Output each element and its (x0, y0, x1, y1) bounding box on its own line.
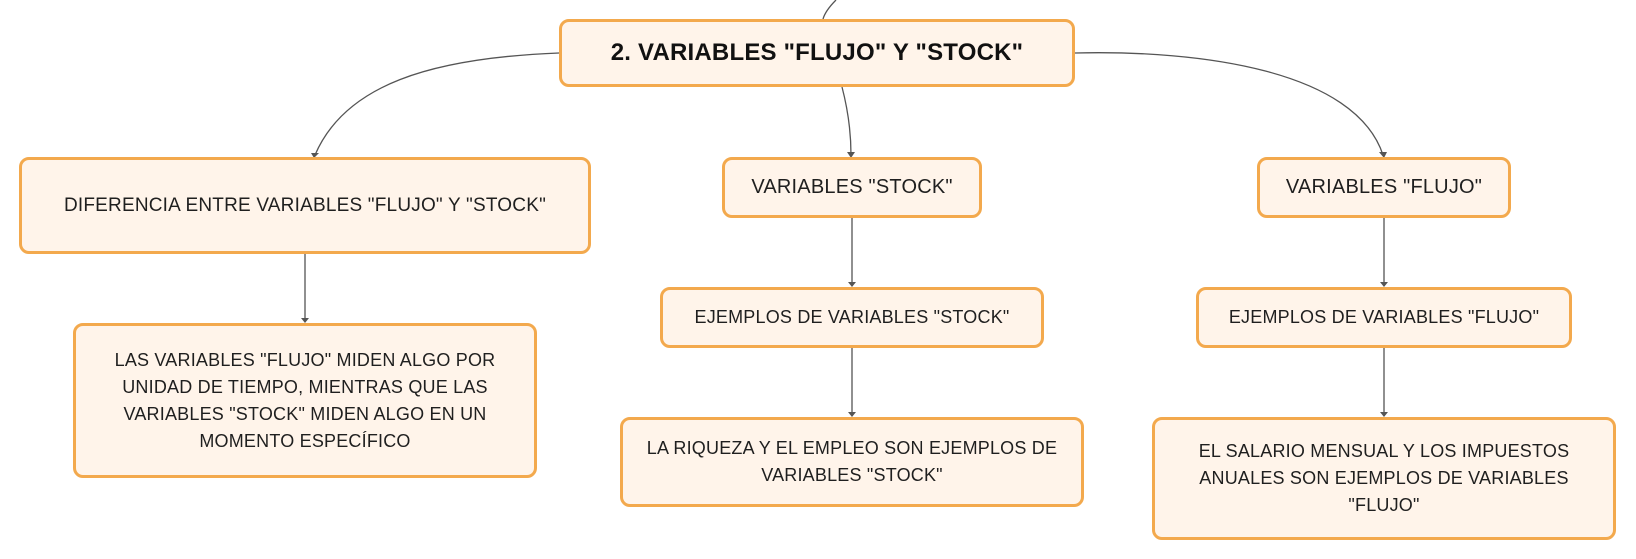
node-ejemplos-stock-label: EJEMPLOS DE VARIABLES "STOCK" (694, 307, 1010, 327)
node-ejemplos-flujo[interactable]: EJEMPLOS DE VARIABLES "FLUJO" (1196, 287, 1572, 348)
node-ejemplos-flujo-label: EJEMPLOS DE VARIABLES "FLUJO" (1228, 307, 1540, 327)
arrowhead-stock (847, 152, 855, 158)
arrowhead-flujo (1379, 152, 1387, 158)
node-variables-stock[interactable]: VARIABLES "STOCK" (722, 157, 982, 218)
connector-root-to-diferencia (314, 52, 560, 156)
arrowhead-diferencia-detail (301, 318, 309, 323)
arrowhead-stock-examples (848, 282, 856, 287)
node-ejemplos-flujo-detail-text: EL SALARIO MENSUAL Y LOS IMPUESTOS ANUAL… (1198, 441, 1570, 515)
node-variables-flujo-label: VARIABLES "FLUJO" (1285, 176, 1483, 198)
node-diferencia-detail[interactable]: LAS VARIABLES "FLUJO" MIDEN ALGO POR UNI… (73, 323, 537, 478)
arrowhead-flujo-examples (1380, 282, 1388, 287)
node-variables-stock-label: VARIABLES "STOCK" (751, 176, 953, 198)
node-root[interactable]: 2. VARIABLES "FLUJO" Y "STOCK" (559, 19, 1075, 87)
node-ejemplos-stock[interactable]: EJEMPLOS DE VARIABLES "STOCK" (660, 287, 1044, 348)
node-diferencia-detail-text: LAS VARIABLES "FLUJO" MIDEN ALGO POR UNI… (114, 349, 496, 451)
arrowhead-flujo-detail (1380, 412, 1388, 417)
connector-root-to-stock (841, 86, 852, 156)
node-ejemplos-flujo-detail[interactable]: EL SALARIO MENSUAL Y LOS IMPUESTOS ANUAL… (1152, 417, 1616, 540)
node-root-label: 2. VARIABLES "FLUJO" Y "STOCK" (610, 39, 1024, 66)
node-diferencia-label: DIFERENCIA ENTRE VARIABLES "FLUJO" Y "ST… (63, 194, 547, 216)
connector-root-to-flujo (1074, 52, 1384, 156)
arrowhead-diferencia (311, 153, 319, 158)
node-variables-flujo[interactable]: VARIABLES "FLUJO" (1257, 157, 1511, 218)
node-ejemplos-stock-detail[interactable]: LA RIQUEZA Y EL EMPLEO SON EJEMPLOS DE V… (620, 417, 1084, 507)
node-diferencia[interactable]: DIFERENCIA ENTRE VARIABLES "FLUJO" Y "ST… (19, 157, 591, 254)
connector-incoming-root (822, 0, 837, 20)
node-ejemplos-stock-detail-text: LA RIQUEZA Y EL EMPLEO SON EJEMPLOS DE V… (646, 438, 1058, 485)
arrowhead-stock-detail (848, 412, 856, 417)
